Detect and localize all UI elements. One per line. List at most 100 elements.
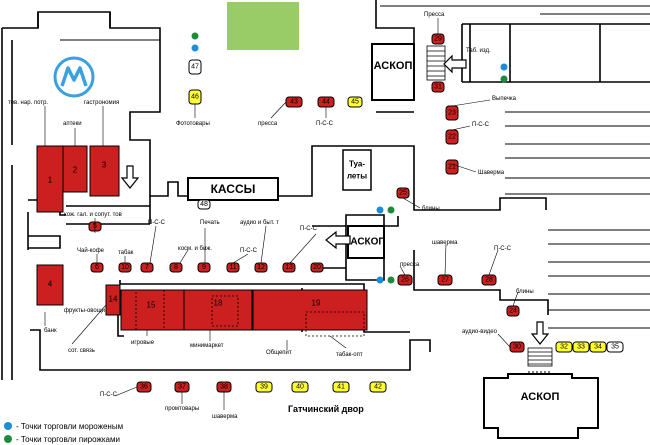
icecream-dot xyxy=(376,206,384,214)
label-psc2: П-С-С xyxy=(240,248,258,254)
label-tabak: табак xyxy=(118,250,134,256)
pies-dot xyxy=(191,32,199,40)
kiosk-10-number: 10 xyxy=(121,264,129,271)
kiosk-40[interactable] xyxy=(291,381,309,393)
kiosk-6-number: 6 xyxy=(95,264,99,271)
stalls xyxy=(36,145,368,331)
stairs-top xyxy=(426,45,446,81)
legend-pies-dot xyxy=(4,435,12,443)
kiosk-8-number: 8 xyxy=(174,264,178,271)
askop-bottom-building: АСКОП xyxy=(483,373,599,439)
kiosk-47-number: 47 xyxy=(191,64,199,71)
askop-top-label: АСКОП xyxy=(374,60,413,72)
kiosk-9[interactable] xyxy=(197,262,211,273)
label-pressa-top: Пресса xyxy=(424,12,445,18)
kiosk-7[interactable] xyxy=(140,262,154,273)
label-bliny2: блины xyxy=(516,289,534,295)
kiosk-48[interactable] xyxy=(197,199,211,210)
arrow-left-top xyxy=(443,54,467,74)
metro-logo xyxy=(53,56,95,98)
label-kosm: косм. и биж. xyxy=(178,246,212,252)
kiosk-31[interactable] xyxy=(431,81,445,93)
label-psc4: П-С-С xyxy=(316,121,334,127)
kiosk-24-number: 24 xyxy=(509,308,517,315)
kiosk-42[interactable] xyxy=(369,381,387,393)
kiosk-11-number: 11 xyxy=(229,264,236,271)
toilets-label-1: Туа- xyxy=(349,160,365,169)
stall-3[interactable] xyxy=(89,145,120,197)
toilets-building: Туа- леты xyxy=(342,149,372,191)
label-bank: банк xyxy=(44,328,57,334)
kiosk-25-number: 25 xyxy=(399,190,407,197)
stall-14-number: 14 xyxy=(109,295,118,304)
toilets-label-2: леты xyxy=(347,172,367,181)
green-area xyxy=(227,2,299,50)
arrows xyxy=(120,54,550,345)
kiosk-34-number: 34 xyxy=(594,344,602,351)
label-shaverma1: Шаверма xyxy=(478,170,505,176)
label-shaverma2: шаверма xyxy=(432,240,458,246)
label-igrovye: игровые xyxy=(131,340,155,346)
kiosk-32[interactable] xyxy=(555,341,573,353)
arrow-left-mid xyxy=(325,230,351,250)
kiosk-39[interactable] xyxy=(255,381,273,393)
kiosk-13-number: 13 xyxy=(285,264,293,271)
kiosk-33[interactable] xyxy=(572,341,590,353)
kiosk-46-number: 46 xyxy=(191,94,199,101)
kiosk-42-number: 42 xyxy=(374,384,382,391)
label-chai: Чай-кофе xyxy=(77,247,105,254)
label-obshchepit: Общепит xyxy=(266,350,292,356)
stall-18[interactable] xyxy=(183,289,253,331)
stairs-bottom xyxy=(527,347,553,367)
kiosk-37-number: 37 xyxy=(178,384,186,391)
pies-dot xyxy=(387,276,395,284)
kiosk-34[interactable] xyxy=(589,341,607,353)
stall-15[interactable] xyxy=(120,289,185,331)
kiosk-47[interactable] xyxy=(188,59,202,75)
kiosk-35[interactable] xyxy=(606,341,624,353)
kiosk-44-number: 44 xyxy=(322,99,330,106)
kiosk-45-number: 45 xyxy=(351,99,359,106)
label-pechat: Печать xyxy=(200,220,220,226)
legend: - Точки торговли мороженым - Точки торго… xyxy=(4,422,123,444)
label-vypechka: Выпечка xyxy=(492,96,517,102)
label-pressa1: пресса xyxy=(258,121,278,127)
stall-19[interactable] xyxy=(252,289,368,331)
kiosk-23-number: 23 xyxy=(448,110,456,117)
kiosk-45[interactable] xyxy=(347,96,363,108)
pies-dot xyxy=(500,75,508,83)
kiosk-32-number: 32 xyxy=(560,344,568,351)
kiosk-40-number: 40 xyxy=(296,384,304,391)
stall-18-inner xyxy=(211,295,239,327)
askop-bottom-label: АСКОП xyxy=(521,391,560,403)
kiosk-21[interactable] xyxy=(445,159,459,175)
kiosk-20[interactable] xyxy=(310,262,324,273)
map-title: Гатчинский двор xyxy=(288,404,364,414)
legend-icecream-label: - Точки торговли мороженым xyxy=(16,422,123,431)
building-walls xyxy=(1,0,650,380)
legend-pies-label: - Точки торговли пирожками xyxy=(16,435,120,444)
stall-2-number: 2 xyxy=(73,166,78,175)
label-apteki: аптеки xyxy=(63,121,82,127)
label-bliny1: блины xyxy=(422,206,440,212)
label-psc1: П-С-С xyxy=(148,220,166,226)
kiosk-31-number: 31 xyxy=(434,84,442,91)
askop-mid-building: АСКОП xyxy=(347,225,386,259)
kiosk-41-number: 41 xyxy=(337,384,345,391)
kiosk-41[interactable] xyxy=(332,381,350,393)
kiosk-9-number: 9 xyxy=(202,264,206,271)
kiosk-13[interactable] xyxy=(282,262,296,273)
stall-14[interactable] xyxy=(105,284,121,316)
kiosk-26-number: 26 xyxy=(401,277,409,284)
label-tabak-opt: табак-опт xyxy=(336,352,363,358)
label-psc3: П-С-С xyxy=(300,226,318,232)
stall-4[interactable] xyxy=(36,264,64,306)
kiosk-22-number: 22 xyxy=(448,134,456,141)
kassy-building: КАССЫ xyxy=(187,177,279,201)
label-shaverma3: шаверма xyxy=(212,414,238,420)
kiosk-8[interactable] xyxy=(169,262,183,273)
label-psc7: П-С-С xyxy=(100,392,118,398)
kiosk-36-number: 36 xyxy=(140,384,148,391)
stall-1-number: 1 xyxy=(48,176,53,185)
label-kozh: кож. гал. и сопут. тов xyxy=(64,212,122,218)
